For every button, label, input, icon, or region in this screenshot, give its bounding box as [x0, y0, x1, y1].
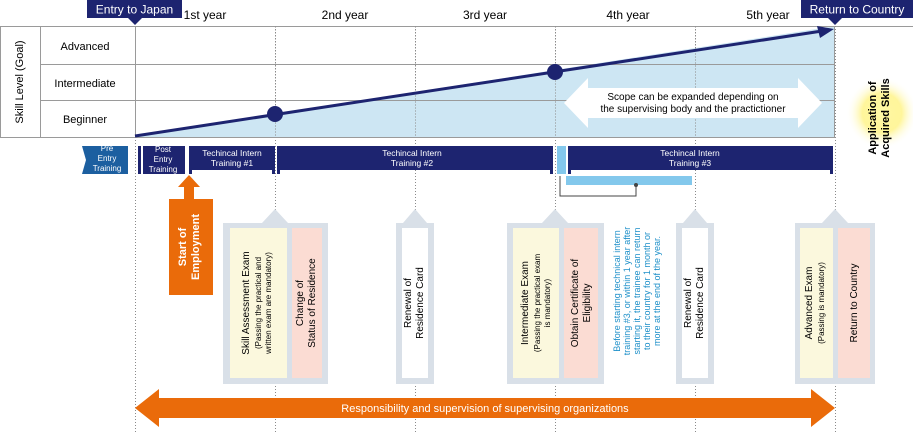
return-note-line5: more at the end of the year. — [652, 236, 662, 346]
scope-double-arrow — [564, 78, 822, 128]
start-of-employment: Start of Employment — [169, 175, 213, 295]
renewal2-line1: Renewal of — [683, 278, 694, 328]
pre-entry-training-block — [82, 146, 128, 174]
skill-exam-note2: written exam are mandatory) — [264, 252, 273, 355]
beginner-milestone-dot — [267, 106, 283, 122]
application-label-line2: Acquired Skills — [880, 78, 892, 157]
intermediate-exam-title: Intermediate Exam — [520, 261, 531, 345]
renewal1-line2: Residence Card — [415, 267, 426, 339]
certificate-line2: Eligibility — [582, 284, 593, 323]
change-status-line2: Status of Residence — [307, 258, 318, 348]
milestone-renewal-2: Renewal of Residence Card — [676, 209, 714, 384]
intermediate-exam-note1: (Passing the practical exam — [533, 254, 542, 353]
skill-axis-title: Skill Level (Goal) — [14, 40, 26, 123]
skill-exam-note1: (Passing the practical and — [254, 257, 263, 349]
optional-return-window — [557, 146, 566, 174]
change-status-line1: Change of — [295, 280, 306, 326]
stage1-label-2: Training #1 — [211, 158, 253, 168]
return-note-line1: Before starting technical intern — [612, 230, 622, 352]
scope-note-line2: the supervising body and the practiction… — [600, 104, 786, 115]
return-note-line2: training #3, or within 1 year after — [622, 227, 632, 356]
stage2-bar — [280, 146, 550, 170]
post-entry-label-2: Entry — [154, 155, 173, 164]
start-of-employment-box — [169, 199, 213, 295]
stage1-bar — [192, 146, 272, 170]
responsibility-label: Responsibility and supervision of superv… — [341, 403, 629, 415]
return-note-line3: starting it, the trainee can return — [632, 227, 642, 354]
year-label-5: 5th year — [746, 8, 789, 22]
start-of-employment-arrow — [178, 175, 200, 199]
skill-progression-arrowhead — [817, 26, 834, 38]
skill-progression-line — [134, 29, 823, 138]
return-to-country-label: Return to Country — [810, 3, 905, 17]
stage3-label-1: Techincal Intern — [660, 148, 720, 158]
stage3-bar — [571, 146, 830, 170]
application-of-skills: Application of Acquired Skills — [846, 77, 913, 158]
milestone-intermediate-exam: Intermediate Exam (Passing the practical… — [507, 209, 604, 384]
post-entry-label-1: Post — [155, 145, 172, 154]
advanced-exam-note1: (Passing is mandatory) — [817, 262, 826, 344]
renewal2-line2: Residence Card — [695, 267, 706, 339]
certificate-line1: Obtain Certificate of — [570, 259, 581, 348]
renewal1-line1: Renewal of — [403, 278, 414, 328]
stage1-label-1: Techincal Intern — [202, 148, 262, 158]
optional-return-note: Before starting technical intern trainin… — [612, 227, 662, 356]
year-label-1: 1st year — [184, 8, 227, 22]
start-of-employment-line1: Start of — [177, 227, 189, 266]
scope-note-line1: Scope can be expanded depending on — [607, 92, 778, 103]
milestone-advanced-exam: Advanced Exam (Passing is mandatory) Ret… — [795, 209, 875, 384]
responsibility-arrow: Responsibility and supervision of superv… — [135, 389, 835, 427]
skill-level-grid: Skill Level (Goal) Advanced Intermediate… — [0, 26, 835, 138]
stage2-label-1: Techincal Intern — [382, 148, 442, 158]
pre-entry-label-1: Pre — [101, 144, 114, 153]
skill-exam-title: Skill Assessment Exam — [241, 251, 252, 354]
return-note-connector — [559, 176, 637, 197]
milestone-renewal-1: Renewal of Residence Card — [396, 209, 434, 384]
entry-to-japan-label: Entry to Japan — [96, 3, 173, 17]
year-label-4: 4th year — [606, 8, 649, 22]
skill-level-advanced: Advanced — [61, 41, 110, 53]
return-note-line4: to their country for 1 month or — [642, 232, 652, 350]
post-entry-label-3: Training — [149, 165, 178, 174]
stage2-label-2: Training #2 — [391, 158, 433, 168]
return-to-country-tab: Return to Country — [801, 0, 913, 25]
optional-return-window-extended — [566, 176, 692, 185]
post-entry-training-block — [143, 146, 185, 174]
pre-entry-label-3: Training — [93, 164, 122, 173]
application-label-line1: Application of — [867, 81, 879, 155]
entry-to-japan-tab: Entry to Japan — [87, 0, 182, 25]
pre-entry-label-2: Entry — [98, 154, 117, 163]
intermediate-milestone-dot — [547, 64, 563, 80]
milestone-skill-assessment: Skill Assessment Exam (Passing the pract… — [223, 209, 328, 384]
return-country-line1: Return to Country — [849, 264, 860, 343]
skill-level-beginner: Beginner — [63, 114, 107, 126]
training-timeline-bar: Pre Entry Training Post Entry Training T… — [82, 144, 833, 197]
year-label-3: 3rd year — [463, 8, 507, 22]
intermediate-exam-note2: is mandatory) — [543, 278, 552, 327]
stage3-label-2: Training #3 — [669, 158, 711, 168]
advanced-exam-title: Advanced Exam — [804, 267, 815, 340]
skill-level-intermediate: Intermediate — [54, 78, 115, 90]
start-of-employment-line2: Employment — [190, 214, 202, 280]
year-label-2: 2nd year — [322, 8, 369, 22]
